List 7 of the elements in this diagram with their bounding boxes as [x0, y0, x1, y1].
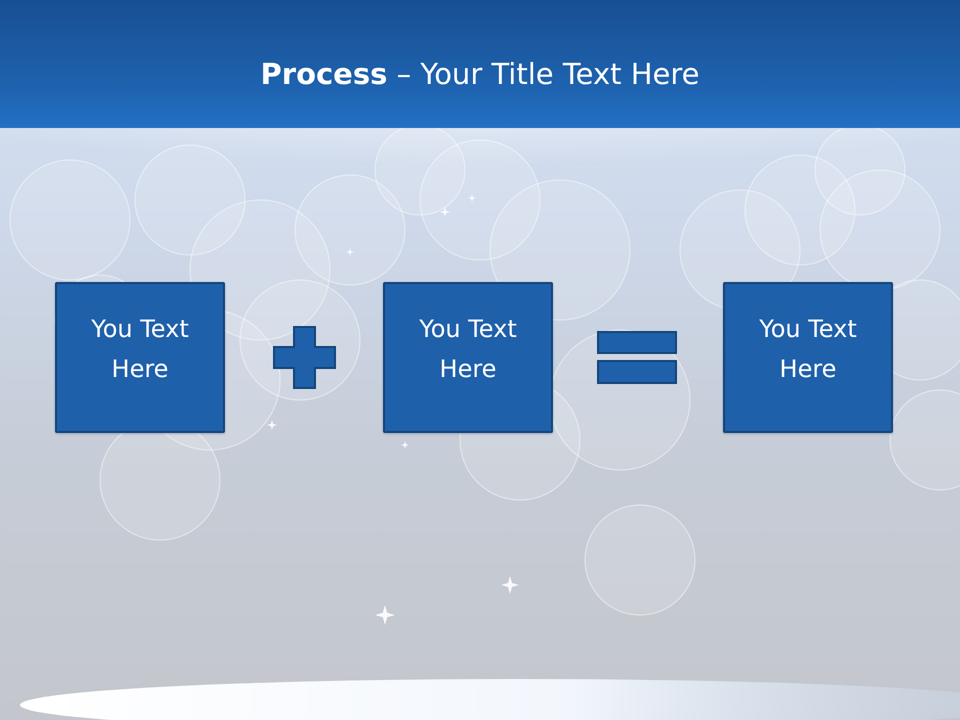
process-box	[383, 282, 553, 433]
process-box	[723, 282, 893, 433]
box-text: You Text Here	[418, 314, 518, 384]
box-text: You Text Here	[758, 314, 858, 384]
box-text: You Text Here	[90, 314, 190, 384]
title: Process – Your Title Text Here	[260, 56, 700, 93]
process-box	[55, 282, 225, 433]
